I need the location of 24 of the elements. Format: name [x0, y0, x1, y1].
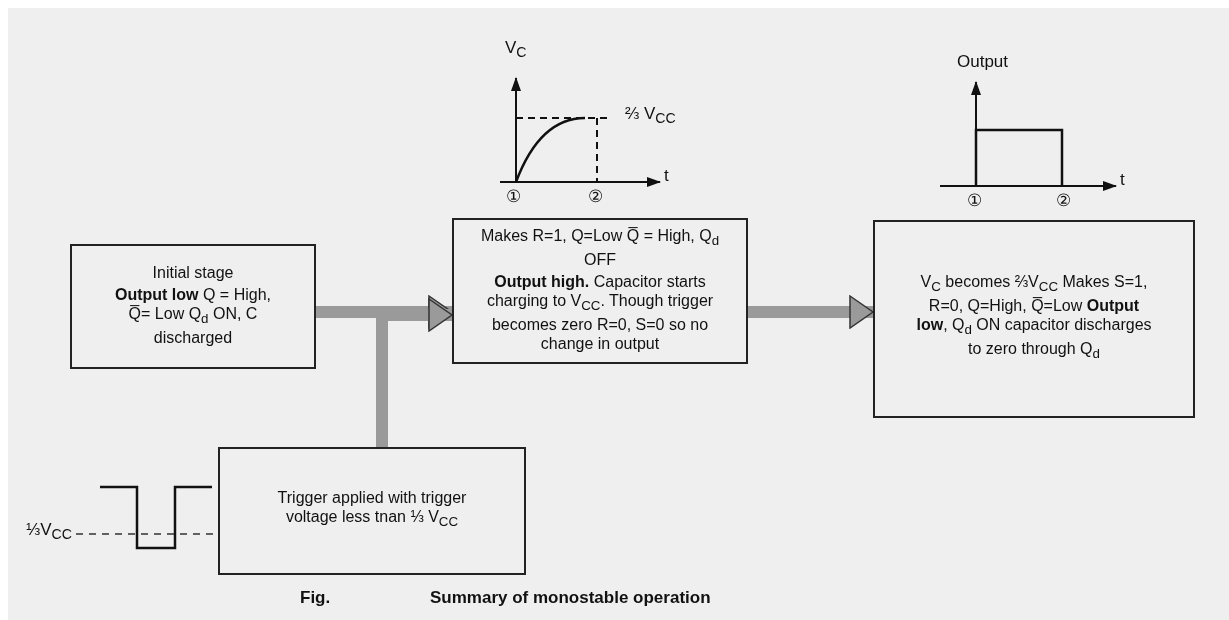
level-label: ⅓V$_{CC}$	[26, 520, 72, 543]
axis-label: V$_{C}$	[505, 38, 527, 61]
level-label: ⅔ V$_{CC}$	[625, 104, 676, 127]
process-box	[70, 244, 316, 369]
process-box	[452, 218, 748, 364]
box-text: Output low Q = High, Q̅= Low Q$_{d}$ ON, C discharged	[114, 284, 272, 348]
axis-label: Output	[957, 52, 1009, 72]
process-box	[218, 447, 526, 575]
block-arrow	[376, 298, 453, 447]
box-text: Initial stage	[151, 262, 235, 282]
figure-label: Fig.	[300, 588, 331, 608]
axis-label: t	[664, 166, 669, 186]
box-text: Makes R=1, Q=Low Q̅ = High, Q$_{d}$ OFF	[479, 225, 721, 269]
axis-label: t	[1120, 170, 1125, 190]
block-arrow	[748, 295, 874, 329]
caption: Summary of monostable operation	[430, 588, 711, 608]
box-text: V$_{C}$ becomes ⅔V$_{CC}$ Makes S=1, R=0, Q=High, Q̅=Low Output low, Q$_{d}$ ON capacitor discharges to zero through Q$_{d}$	[915, 271, 1153, 364]
point-marker: ①	[506, 186, 521, 207]
process-box	[873, 220, 1195, 418]
box-text: Output high. Capacitor starts charging to V$_{CC}$. Though trigger becomes zero R=0, S=0 so no change in output	[485, 272, 715, 354]
point-marker: ②	[588, 186, 603, 207]
box-text: Trigger applied with trigger voltage less tnan ⅓ V$_{CC}$	[276, 487, 468, 532]
point-marker: ②	[1056, 190, 1071, 211]
point-marker: ①	[967, 190, 982, 211]
